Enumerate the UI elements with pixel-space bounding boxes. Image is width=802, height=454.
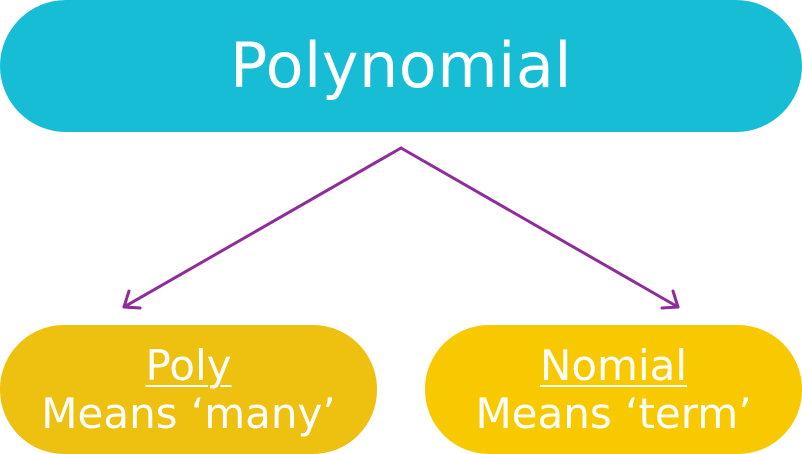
root-node-polynomial: Polynomial — [0, 0, 802, 132]
arrow-to-poly — [122, 146, 403, 309]
child-node-poly: Poly Means ‘many’ — [0, 325, 377, 454]
child-node-nomial: Nomial Means ‘term’ — [425, 325, 802, 454]
child-meaning-nomial: Means ‘term’ — [475, 388, 752, 438]
root-node-label: Polynomial — [229, 29, 573, 102]
arrow-to-nomial-head — [660, 289, 680, 310]
arrow-to-nomial — [399, 146, 680, 309]
child-term-poly: Poly — [145, 341, 232, 391]
arrow-to-poly-head — [122, 289, 142, 310]
child-term-nomial: Nomial — [539, 341, 688, 391]
child-meaning-poly: Means ‘many’ — [41, 388, 336, 438]
